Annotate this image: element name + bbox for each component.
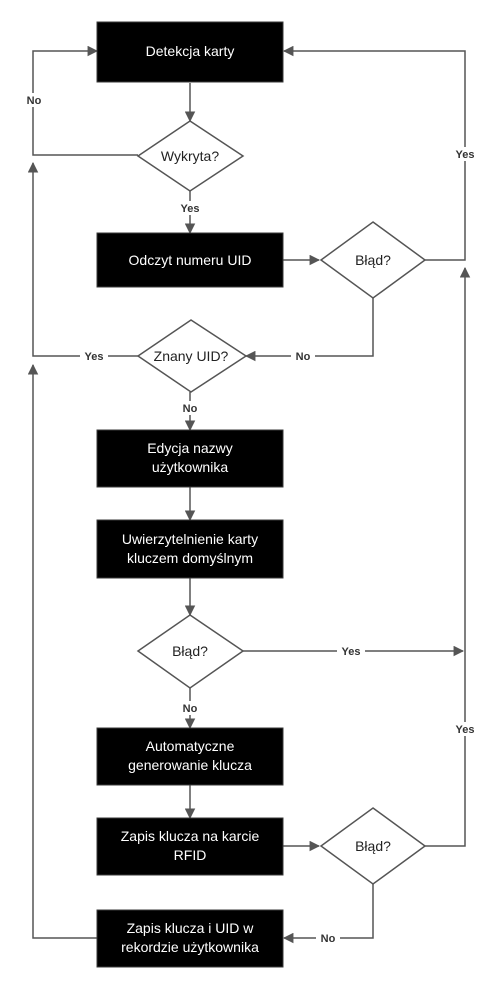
label-error3-no: No bbox=[321, 933, 336, 945]
node-save-record: Zapis klucza i UID w rekordzie użytkowni… bbox=[96, 909, 284, 968]
node-save-record-line2: rekordzie użytkownika bbox=[121, 939, 259, 955]
label-error2-yes: Yes bbox=[342, 646, 361, 658]
node-known-uid-text: Znany UID? bbox=[154, 348, 229, 364]
node-write-key: Zapis klucza na karcie RFID bbox=[96, 817, 284, 876]
node-auto-gen-line1: Automatyczne bbox=[146, 738, 235, 754]
label-detected-yes: Yes bbox=[181, 203, 200, 215]
node-read-uid-text: Odczyt numeru UID bbox=[129, 252, 252, 268]
node-auth: Uwierzytelnienie karty kluczem domyślnym bbox=[96, 519, 284, 579]
node-write-key-line2: RFID bbox=[174, 847, 207, 863]
node-save-record-line1: Zapis klucza i UID w bbox=[127, 920, 255, 936]
label-detected-no: No bbox=[27, 95, 42, 107]
node-auth-line1: Uwierzytelnienie karty bbox=[122, 531, 258, 547]
node-detected: Wykryta? bbox=[136, 120, 245, 192]
node-known-uid: Znany UID? bbox=[136, 319, 248, 393]
label-error1-yes: Yes bbox=[456, 149, 475, 161]
node-error1-text: Błąd? bbox=[355, 252, 391, 268]
node-error3: Błąd? bbox=[319, 807, 427, 885]
edge-error3-no bbox=[282, 884, 374, 944]
node-read-uid: Odczyt numeru UID bbox=[96, 232, 284, 288]
node-write-key-line1: Zapis klucza na karcie bbox=[121, 828, 260, 844]
label-error1-no: No bbox=[296, 351, 311, 363]
node-error2: Błąd? bbox=[136, 614, 245, 689]
label-known-no: No bbox=[183, 403, 198, 415]
edge-error3-yes bbox=[425, 266, 471, 847]
node-edit-name-line1: Edycja nazwy bbox=[147, 440, 233, 456]
node-auto-gen-line2: generowanie klucza bbox=[128, 757, 252, 773]
node-detect-text: Detekcja karty bbox=[146, 43, 235, 59]
node-auth-line2: kluczem domyślnym bbox=[127, 550, 253, 566]
node-edit-name: Edycja nazwy użytkownika bbox=[96, 429, 284, 488]
node-auto-gen: Automatyczne generowanie klucza bbox=[96, 727, 284, 786]
node-error1: Błąd? bbox=[319, 221, 427, 299]
label-error2-no: No bbox=[183, 703, 198, 715]
edge-record-loop bbox=[27, 363, 97, 939]
node-detected-text: Wykryta? bbox=[161, 148, 219, 164]
node-edit-name-line2: użytkownika bbox=[152, 459, 228, 475]
node-detect: Detekcja karty bbox=[96, 21, 284, 83]
label-error3-yes: Yes bbox=[456, 724, 475, 736]
node-error3-text: Błąd? bbox=[355, 838, 391, 854]
label-known-yes: Yes bbox=[85, 351, 104, 363]
node-error2-text: Błąd? bbox=[172, 643, 208, 659]
edge-error1-no bbox=[244, 298, 374, 362]
